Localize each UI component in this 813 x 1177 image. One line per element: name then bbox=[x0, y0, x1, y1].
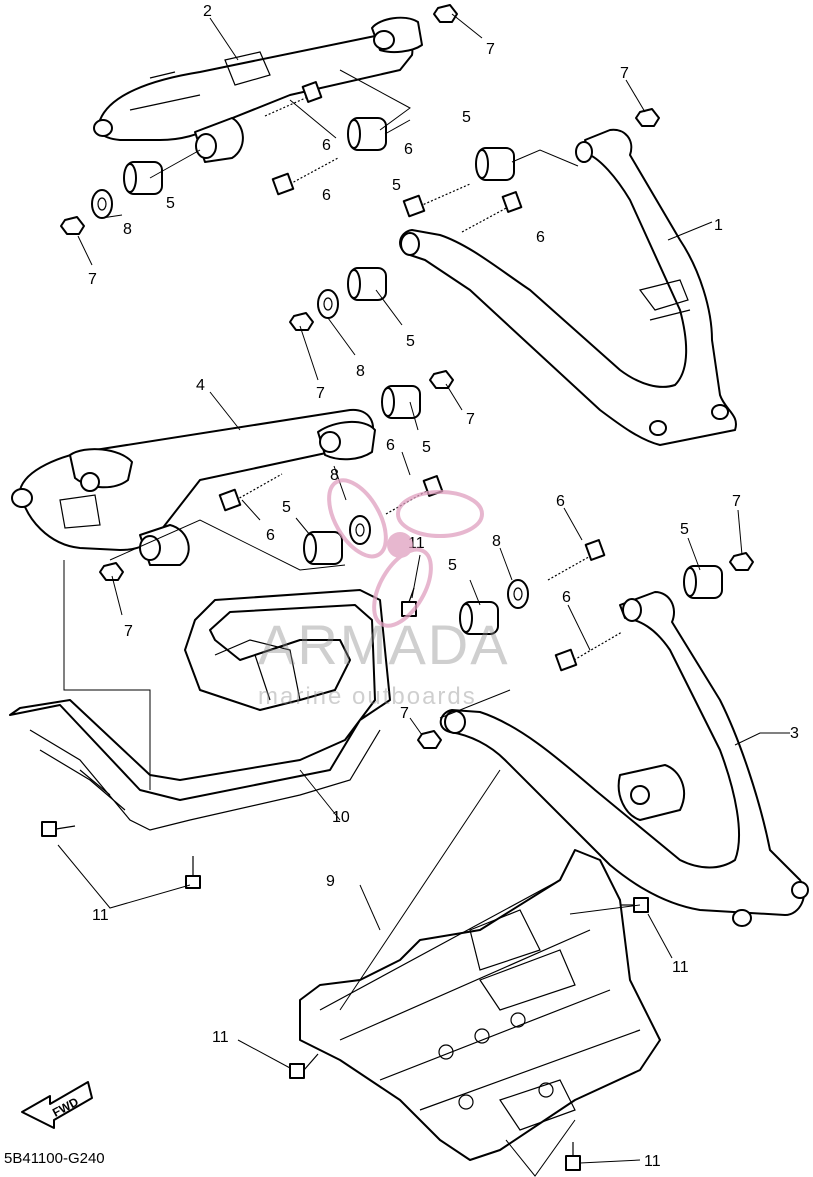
bolt-e bbox=[218, 473, 283, 512]
callout-5: 5 bbox=[392, 177, 401, 194]
propeller-logo bbox=[327, 478, 484, 628]
lower-arm-right bbox=[399, 128, 737, 446]
callout-11: 11 bbox=[672, 959, 689, 976]
fwd-arrow: FWD bbox=[21, 1081, 93, 1129]
callout-7: 7 bbox=[732, 493, 741, 510]
bolt-b bbox=[271, 157, 339, 196]
callout-9: 9 bbox=[326, 873, 335, 890]
callout-7: 7 bbox=[124, 623, 133, 640]
watermark: ARMADA marine outboards bbox=[258, 478, 510, 710]
callout-6: 6 bbox=[556, 493, 565, 510]
skid-plate bbox=[299, 849, 661, 1161]
leader-lines bbox=[57, 13, 790, 1177]
callout-7: 7 bbox=[486, 41, 495, 58]
upper-arm-left bbox=[93, 16, 423, 163]
bushing-h bbox=[683, 565, 723, 599]
callout-8: 8 bbox=[330, 467, 339, 484]
callout-11: 11 bbox=[92, 907, 109, 924]
callout-5: 5 bbox=[406, 333, 415, 350]
callout-4: 4 bbox=[196, 377, 205, 394]
bolt-a bbox=[264, 81, 323, 117]
bushings bbox=[123, 117, 723, 635]
callout-5: 5 bbox=[448, 557, 457, 574]
callout-6: 6 bbox=[562, 589, 571, 606]
callout-11: 11 bbox=[644, 1153, 661, 1170]
watermark-brand: ARMADA bbox=[258, 613, 510, 676]
screw-b bbox=[185, 856, 201, 889]
callout-11: 11 bbox=[212, 1029, 229, 1046]
washers bbox=[91, 189, 529, 609]
bolt-c bbox=[402, 183, 471, 218]
callout-8: 8 bbox=[492, 533, 501, 550]
lower-arm-front bbox=[439, 591, 809, 927]
bushing-f bbox=[303, 531, 343, 565]
bushing-a bbox=[123, 161, 163, 195]
bushing-e bbox=[381, 385, 421, 419]
bushing-b bbox=[347, 117, 387, 151]
callout-6: 6 bbox=[266, 527, 275, 544]
screw-f bbox=[565, 1142, 581, 1171]
callout-5: 5 bbox=[282, 499, 291, 516]
bushing-c bbox=[475, 147, 515, 181]
callout-7: 7 bbox=[88, 271, 97, 288]
callout-6: 6 bbox=[404, 141, 413, 158]
callout-6: 6 bbox=[322, 137, 331, 154]
callout-7: 7 bbox=[620, 65, 629, 82]
callout-7: 7 bbox=[400, 705, 409, 722]
callout-8: 8 bbox=[123, 221, 132, 238]
screw-e bbox=[289, 1053, 319, 1079]
callout-1: 1 bbox=[714, 217, 723, 234]
bolt-d bbox=[461, 191, 523, 233]
bushing-g bbox=[459, 601, 499, 635]
upper-arm-front bbox=[11, 408, 376, 566]
watermark-tagline: marine outboards bbox=[258, 683, 477, 710]
callout-5: 5 bbox=[422, 439, 431, 456]
screw-d bbox=[620, 897, 649, 913]
bolt-h bbox=[554, 631, 623, 672]
callout-5: 5 bbox=[166, 195, 175, 212]
nuts bbox=[60, 4, 754, 749]
callout-7: 7 bbox=[316, 385, 325, 402]
callout-6: 6 bbox=[322, 187, 331, 204]
diagram-part-code: 5B41100-G240 bbox=[4, 1150, 105, 1167]
callout-6: 6 bbox=[386, 437, 395, 454]
callout-10: 10 bbox=[332, 809, 350, 826]
callout-5: 5 bbox=[680, 521, 689, 538]
callout-2: 2 bbox=[203, 3, 212, 20]
bolts bbox=[218, 81, 623, 672]
callout-numbers: 2 7 7 6 5 6 5 6 5 1 8 6 7 5 8 4 7 7 5 6 … bbox=[88, 3, 799, 1170]
bolt-g bbox=[547, 539, 606, 581]
callout-8: 8 bbox=[356, 363, 365, 380]
callout-3: 3 bbox=[790, 725, 799, 742]
callout-7: 7 bbox=[466, 411, 475, 428]
screw-a bbox=[41, 821, 76, 837]
callout-5: 5 bbox=[462, 109, 471, 126]
callout-6: 6 bbox=[536, 229, 545, 246]
front-guard bbox=[9, 589, 391, 831]
